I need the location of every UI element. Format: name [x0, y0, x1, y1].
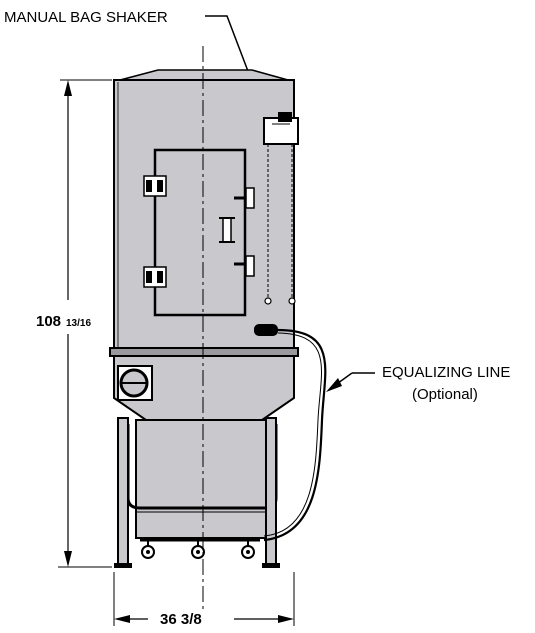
height-dimension-value: 108	[36, 313, 61, 330]
manual-bag-shaker-label: MANUAL BAG SHAKER	[4, 9, 168, 26]
door-latch-upper	[234, 187, 255, 209]
foot-left	[114, 563, 132, 568]
equalizing-leader-arrow	[326, 378, 342, 392]
door-latch-lower	[234, 255, 255, 277]
height-dimension-fraction: 13/16	[66, 318, 91, 329]
shaker-mechanism	[263, 112, 299, 305]
width-dimension-arrow-left	[114, 615, 130, 623]
caster-right	[241, 540, 255, 559]
door-handle	[219, 217, 235, 243]
equalizing-port	[254, 324, 278, 336]
leg-right	[265, 417, 277, 567]
foot-right	[262, 563, 280, 568]
door-hinge-lower	[143, 266, 167, 288]
roof	[119, 69, 289, 81]
door-hinge-upper	[143, 175, 167, 197]
caster-left	[141, 540, 155, 559]
flange-band	[109, 347, 299, 357]
caster-center	[191, 540, 205, 559]
width-dimension-arrow-right	[278, 615, 294, 623]
leg-left	[117, 417, 129, 567]
equalizing-line-hose-inner	[263, 332, 323, 537]
height-dimension-arrow-top	[64, 80, 72, 96]
equalizing-line-label: EQUALIZING LINE	[382, 364, 510, 381]
height-dimension-arrow-bottom	[64, 551, 72, 567]
dust-drum	[135, 419, 269, 539]
optional-label: (Optional)	[412, 386, 478, 403]
inlet-port	[117, 365, 153, 401]
equalizing-line-hose	[263, 328, 327, 542]
width-dimension-value: 36 3/8	[160, 611, 202, 628]
